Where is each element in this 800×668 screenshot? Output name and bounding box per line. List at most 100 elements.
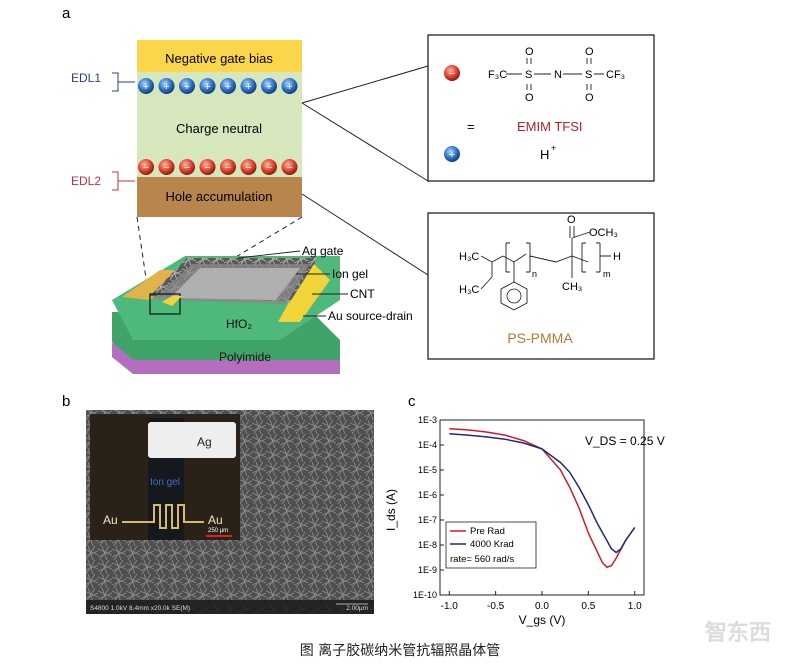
cation-icon xyxy=(158,78,175,94)
ps-pmma-structure: H₃C H₃C n m H OCH₃ O CH₃ xyxy=(459,214,621,311)
y-tick-label: 1E-8 xyxy=(418,540,437,550)
cnt-label: CNT xyxy=(350,287,375,301)
polymer-box xyxy=(427,212,655,360)
emim-tfsi-name: EMIM TFSI xyxy=(517,119,582,134)
ps-pmma-name: PS-PMMA xyxy=(507,330,573,346)
anion-sign: − xyxy=(266,162,272,174)
tfsi-o4: O xyxy=(585,92,594,104)
y-axis-label: I_ds (A) xyxy=(384,489,398,531)
interdigitated-electrodes xyxy=(122,504,204,529)
pmma-och3: OCH₃ xyxy=(589,227,618,239)
x-axis-label: V_gs (V) xyxy=(519,613,566,627)
edl2-label: EDL2 xyxy=(71,174,101,188)
polyimide-label: Polyimide xyxy=(219,350,271,364)
optical-inset: Ag Ion gel Au Au 250 μm xyxy=(90,414,240,540)
cation-sign: + xyxy=(245,81,251,93)
tfsi-bonds xyxy=(506,58,604,90)
hfo2-label: HfO₂ xyxy=(226,317,252,331)
anion-icon xyxy=(138,159,154,175)
x-tick-label: 1.0 xyxy=(628,601,642,612)
y-tick-label: 1E-10 xyxy=(413,590,437,600)
x-tick-label: 0.5 xyxy=(581,601,595,612)
sem-info-text: S4800 1.0kV 8.4mm x20.0k SE(M) xyxy=(90,605,190,612)
ag-gate-layer xyxy=(170,268,300,300)
cation-symbol-sign: + xyxy=(449,149,455,161)
benzene-ring-icon xyxy=(500,281,528,311)
edl1-label: EDL1 xyxy=(71,71,101,85)
legend-entry: 4000 Krad xyxy=(470,539,514,550)
cation-sign: + xyxy=(204,81,210,93)
cation-icon xyxy=(261,78,277,94)
pmma-ch3: CH₃ xyxy=(562,281,582,293)
cation-icon xyxy=(138,78,154,94)
x-tick-label: 0.0 xyxy=(535,601,549,612)
polymer-bonds xyxy=(480,226,611,290)
cation-row: ++++++++ xyxy=(138,78,298,94)
y-tick-label: 1E-4 xyxy=(418,440,437,450)
tfsi-s2: S xyxy=(585,69,592,81)
y-tick-label: 1E-5 xyxy=(418,465,437,475)
series-line xyxy=(449,427,636,569)
equals-sign: = xyxy=(467,119,475,134)
anion-row: −−−−−−−− xyxy=(138,159,298,175)
anion-icon xyxy=(240,159,257,175)
y-tick-label: 1E-6 xyxy=(418,490,437,500)
anion-symbol-sign: − xyxy=(449,68,455,80)
edl2-bracket xyxy=(112,171,135,191)
pmma-n: n xyxy=(532,269,537,279)
cation-sign: + xyxy=(163,81,169,93)
tfsi-f3c: F₃C xyxy=(488,69,507,81)
negative-gate-bias-label: Negative gate bias xyxy=(165,51,273,66)
anion-sign: − xyxy=(245,162,251,174)
ag-gate-label: Ag gate xyxy=(302,244,344,258)
inset-ion-gel-label: Ion gel xyxy=(150,477,180,488)
panel-label-c: c xyxy=(408,393,416,410)
y-tick-label: 1E-9 xyxy=(418,565,437,575)
tfsi-o2: O xyxy=(525,92,534,104)
anion-icon xyxy=(281,159,298,175)
cation-icon xyxy=(199,78,216,94)
cation-sign: + xyxy=(225,81,231,93)
connector-ionic-bottom xyxy=(301,102,429,182)
au-electrode-small xyxy=(162,296,182,306)
hole-accumulation-layer xyxy=(137,177,302,217)
pmma-h3c-bottom: H₃C xyxy=(459,284,479,296)
cation-icon xyxy=(179,78,195,94)
cation-icon xyxy=(220,78,236,94)
ag-gate-leader xyxy=(237,250,301,259)
figure-caption: 图 离子胶碳纳米管抗辐照晶体管 xyxy=(299,643,501,659)
anion-icon xyxy=(199,159,216,175)
cation-icon xyxy=(240,78,257,94)
proton-label: H xyxy=(540,147,549,162)
device-schematic: HfO₂ Polyimide xyxy=(112,256,340,374)
anion-sign: − xyxy=(225,162,231,174)
au-source-drain-label: Au source-drain xyxy=(328,309,413,323)
cation-icon xyxy=(281,78,298,94)
y-tick-label: 1E-3 xyxy=(418,415,437,425)
au-pad-left xyxy=(122,270,180,300)
charge-stack-diagram: Negative gate bias Charge neutral Hole a… xyxy=(137,40,302,217)
cation-sign: + xyxy=(286,81,292,93)
pmma-o: O xyxy=(567,214,576,226)
pmma-h3c-top: H₃C xyxy=(459,251,479,263)
anion-icon xyxy=(158,159,175,175)
pmma-m: m xyxy=(603,269,611,279)
legend-entry: Pre Rad xyxy=(470,526,505,537)
anion-sign: − xyxy=(184,162,190,174)
tfsi-cf3: CF₃ xyxy=(606,69,625,81)
tfsi-n: N xyxy=(554,69,562,81)
pmma-h-end: H xyxy=(613,251,621,263)
tfsi-o3: O xyxy=(585,46,594,58)
anion-sign: − xyxy=(143,162,149,174)
inset-ag-label: Ag xyxy=(197,435,212,449)
anion-sign: − xyxy=(163,162,169,174)
zoom-box xyxy=(149,293,181,315)
legend-box xyxy=(445,521,537,569)
cation-sign: + xyxy=(184,81,190,93)
au-pad-right xyxy=(278,262,330,322)
connector-ionic-top xyxy=(301,65,429,104)
benzene-inner xyxy=(506,288,522,304)
